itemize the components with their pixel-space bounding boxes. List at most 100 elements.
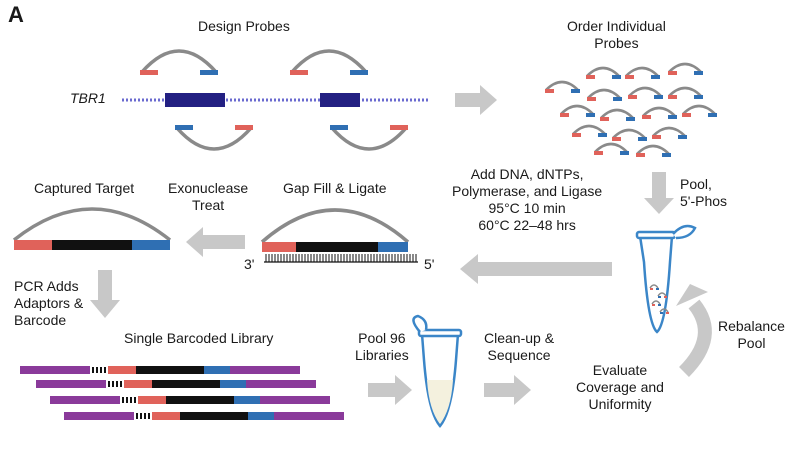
arrow-left-icon (460, 254, 612, 284)
arrow-right-icon (368, 375, 412, 405)
probe (330, 125, 408, 151)
barcoded-library (20, 366, 344, 420)
pool-phos-label: Pool, 5'-Phos (680, 176, 727, 210)
gene-label: TBR1 (70, 90, 106, 106)
probe (594, 142, 629, 155)
library-read (64, 412, 344, 420)
pool-phos-line-1: Pool, (680, 176, 712, 192)
probe (600, 108, 635, 121)
probe (668, 86, 703, 99)
probe (587, 88, 622, 101)
probe (586, 66, 621, 79)
captured-target-label: Captured Target (34, 180, 135, 196)
pool-phos-line-2: 5'-Phos (680, 193, 728, 209)
barcode-bar (144, 413, 146, 419)
probe (652, 126, 687, 139)
rebalance-arrow (676, 284, 712, 377)
evaluate-line-3: Uniformity (588, 396, 652, 412)
probe (612, 128, 647, 141)
exonuclease-line-1: Exonuclease (168, 180, 249, 196)
barcode-bar (126, 397, 128, 403)
barcode-bar (120, 381, 122, 387)
add-dna-line-1: Add DNA, dNTPs, (470, 166, 584, 182)
probe (636, 144, 671, 157)
library-read (36, 380, 316, 388)
probe-cloud (545, 62, 717, 157)
probe (642, 106, 677, 119)
library-read (50, 396, 330, 404)
rebalance-line-1: Rebalance (718, 318, 785, 334)
evaluate-line-1: Evaluate (592, 362, 648, 378)
pool-96-line-2: Libraries (355, 347, 409, 363)
design-probes (140, 49, 408, 151)
pcr-adds-line-2: Adaptors & (14, 295, 84, 311)
probe (668, 62, 703, 75)
rebalance-label: Rebalance Pool (718, 318, 785, 352)
barcode-bar (108, 381, 110, 387)
template-strand (265, 254, 417, 262)
exonuclease-line-2: Treat (192, 197, 225, 213)
captured-target (12, 207, 172, 250)
add-dna-line-2: Polymerase, and Ligase (452, 183, 603, 199)
pcr-adds-line-3: Barcode (14, 312, 67, 328)
exonuclease-label: Exonuclease Treat (168, 180, 248, 214)
exon-2 (320, 93, 360, 107)
order-probes-label: Order Individual Probes (567, 18, 666, 52)
probe-mix (649, 284, 669, 314)
three-prime-label: 3' (244, 256, 255, 272)
order-probes-line-1: Order Individual (567, 18, 666, 34)
add-dna-line-3: 95°C 10 min (488, 200, 566, 216)
order-probes-line-2: Probes (594, 35, 639, 51)
probe (628, 86, 663, 99)
gap-fill-construct (260, 208, 418, 263)
probe (625, 66, 660, 79)
barcode-bar (104, 367, 106, 373)
add-dna-label: Add DNA, dNTPs, Polymerase, and Ligase 9… (452, 166, 602, 234)
genomic-dna (122, 93, 428, 107)
barcode-bar (100, 367, 102, 373)
arrow-left-icon (186, 227, 245, 257)
barcode-bar (122, 397, 124, 403)
probe (560, 104, 595, 117)
library-read (20, 366, 300, 374)
pcr-adds-label: PCR Adds Adaptors & Barcode (14, 278, 83, 329)
rebalance-line-2: Pool (737, 335, 766, 351)
probe (572, 124, 607, 137)
probe (545, 80, 580, 93)
single-library-label: Single Barcoded Library (124, 330, 274, 346)
pooled-tube (412, 314, 463, 428)
barcode-bar (96, 367, 98, 373)
barcode-bar (130, 397, 132, 403)
arrow-right-icon (484, 375, 531, 405)
five-prime-label: 5' (424, 256, 435, 272)
design-probes-label: Design Probes (198, 18, 290, 34)
barcode-bar (136, 413, 138, 419)
arrow-down-icon (644, 172, 674, 214)
evaluate-line-2: Coverage and (576, 379, 664, 395)
pool-96-line-1: Pool 96 (358, 330, 406, 346)
gap-fill-label: Gap Fill & Ligate (283, 180, 387, 196)
cleanup-line-2: Sequence (487, 347, 551, 363)
evaluate-label: Evaluate Coverage and Uniformity (576, 362, 664, 413)
probe (682, 104, 717, 117)
barcode-bar (134, 397, 136, 403)
barcode-bar (140, 413, 142, 419)
exon-1 (165, 93, 225, 107)
arrow-down-icon (90, 270, 120, 318)
barcode-bar (112, 381, 114, 387)
pcr-adds-line-1: PCR Adds (14, 278, 79, 294)
probe (140, 49, 218, 75)
cleanup-label: Clean-up & Sequence (484, 330, 554, 364)
reaction-tube (635, 224, 697, 334)
panel-letter: A (8, 2, 24, 27)
probe (175, 125, 253, 151)
pool-96-label: Pool 96 Libraries (355, 330, 409, 364)
arrow-right-icon (455, 85, 497, 115)
barcode-bar (92, 367, 94, 373)
probe (290, 49, 368, 75)
barcode-bar (116, 381, 118, 387)
add-dna-line-4: 60°C 22–48 hrs (478, 217, 576, 233)
cleanup-line-1: Clean-up & (484, 330, 555, 346)
barcode-bar (148, 413, 150, 419)
